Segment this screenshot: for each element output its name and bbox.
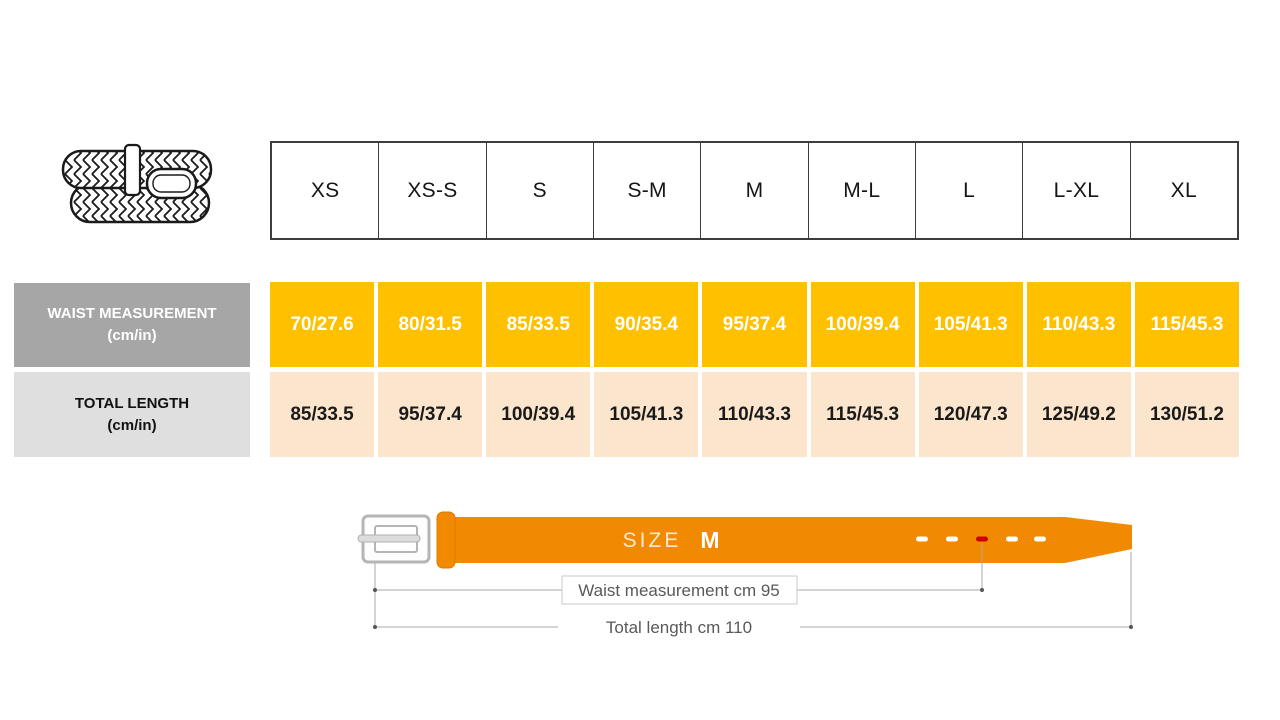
length-value-cell: 100/39.4 bbox=[486, 372, 591, 457]
belt-buckle bbox=[357, 514, 431, 564]
row-label-text: WAIST MEASUREMENT bbox=[47, 305, 217, 323]
length-value-cell: 95/37.4 bbox=[378, 372, 483, 457]
waist-value-cell: 85/33.5 bbox=[486, 282, 591, 367]
length-values-row: 85/33.5 95/37.4 100/39.4 105/41.3 110/43… bbox=[270, 372, 1239, 457]
waist-value-cell: 90/35.4 bbox=[594, 282, 699, 367]
length-value-cell: 120/47.3 bbox=[918, 372, 1023, 457]
length-value-cell: 110/43.3 bbox=[702, 372, 807, 457]
row-label-unit: (cm/in) bbox=[107, 327, 157, 344]
length-value-cell: 130/51.2 bbox=[1134, 372, 1239, 457]
size-header-cell: L-XL bbox=[1022, 143, 1129, 238]
total-length-row-label: TOTAL LENGTH (cm/in) bbox=[14, 372, 250, 457]
waist-measurement-row-label: WAIST MEASUREMENT (cm/in) bbox=[14, 283, 250, 367]
length-annotation-text: Total length cm 110 bbox=[606, 618, 752, 637]
size-header-cell: M-L bbox=[807, 143, 915, 238]
marked-hole bbox=[976, 536, 988, 542]
size-header-row: XS XS-S S S-M M M-L L L-XL XL bbox=[270, 141, 1239, 240]
belt-with-buckle-diagram: SIZE M Waist measurement cm 95 bbox=[357, 511, 1133, 637]
size-label: SIZE bbox=[623, 529, 682, 552]
guide-endpoint-dots bbox=[373, 588, 1133, 629]
belt-holes bbox=[916, 536, 1046, 542]
waist-value-cell: 115/45.3 bbox=[1134, 282, 1239, 367]
size-value: M bbox=[700, 527, 719, 553]
size-header-cell: M bbox=[700, 143, 807, 238]
row-label-text: TOTAL LENGTH bbox=[74, 394, 190, 412]
waist-value-cell: 105/41.3 bbox=[918, 282, 1023, 367]
waist-value-cell: 110/43.3 bbox=[1026, 282, 1131, 367]
waist-annotation-text: Waist measurement cm 95 bbox=[578, 581, 780, 600]
belt-keeper-loop bbox=[436, 511, 456, 569]
braided-belt-icon bbox=[61, 143, 213, 224]
length-value-cell: 115/45.3 bbox=[810, 372, 915, 457]
row-label-unit: (cm/in) bbox=[107, 416, 157, 434]
length-value-cell: 105/41.3 bbox=[594, 372, 699, 457]
waist-value-cell: 80/31.5 bbox=[378, 282, 483, 367]
length-value-cell: 125/49.2 bbox=[1026, 372, 1131, 457]
measurement-guides bbox=[374, 543, 1132, 628]
size-header-cell: XS bbox=[310, 178, 340, 202]
waist-value-cell: 95/37.4 bbox=[702, 282, 807, 367]
size-header-cell: XS-S bbox=[378, 143, 485, 238]
size-header-cell: XL bbox=[1129, 143, 1237, 238]
size-header-cell: L bbox=[914, 143, 1022, 238]
waist-annotation-box bbox=[561, 575, 798, 605]
belt-strap bbox=[445, 517, 1132, 563]
waist-values-row: 70/27.6 80/31.5 85/33.5 90/35.4 95/37.4 … bbox=[270, 282, 1239, 367]
waist-value-cell: 100/39.4 bbox=[810, 282, 915, 367]
waist-value-cell: 70/27.6 bbox=[270, 282, 375, 367]
size-header-cell: S bbox=[485, 143, 593, 238]
length-value-cell: 85/33.5 bbox=[270, 372, 375, 457]
size-header-cell: S-M bbox=[592, 143, 700, 238]
